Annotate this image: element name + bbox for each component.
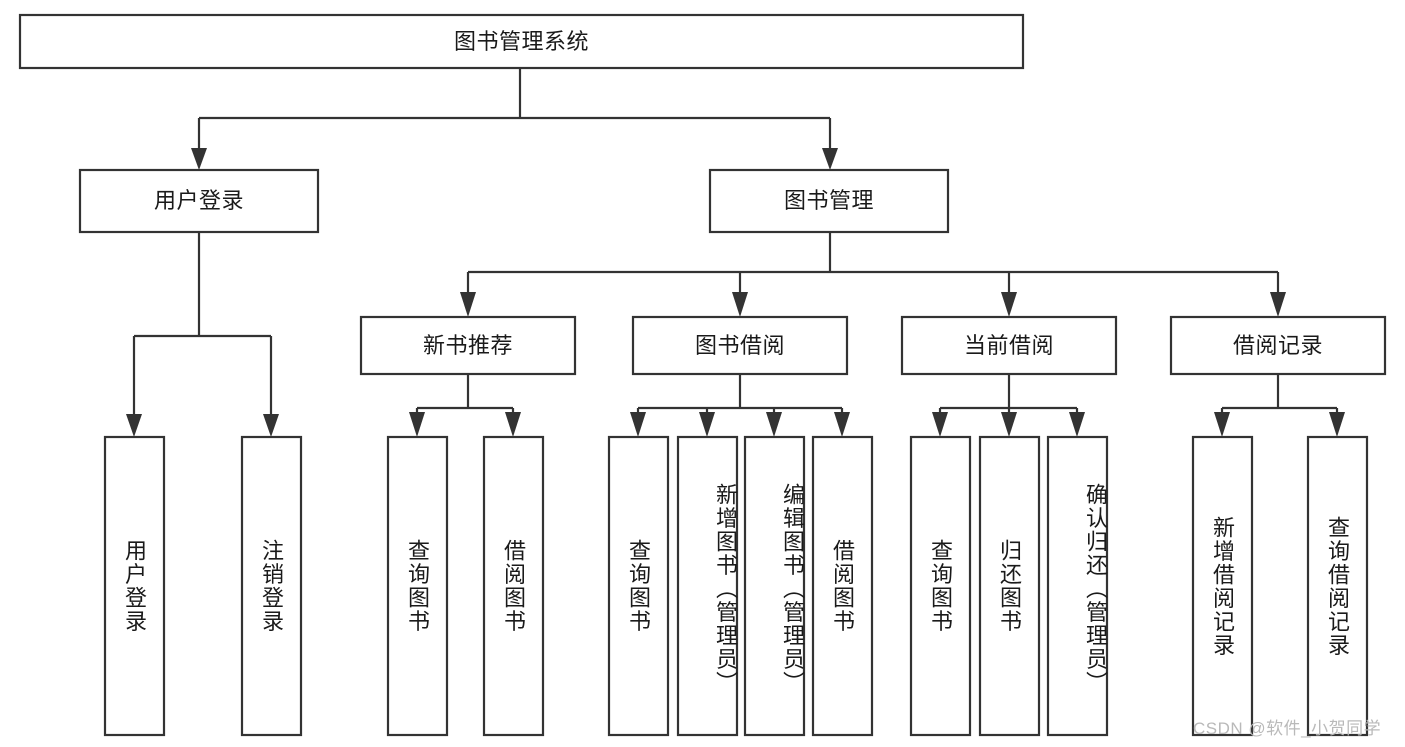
connector-new-book-recommend-to-leaves bbox=[409, 374, 521, 437]
connector-book-borrow-to-leaves bbox=[630, 374, 850, 437]
node-box-leaf-query-book-3[interactable] bbox=[909, 435, 972, 737]
node-box-leaf-user-login[interactable] bbox=[103, 435, 166, 737]
arrowhead-user-login bbox=[191, 148, 207, 170]
arrowhead-leaf-add-book bbox=[699, 412, 715, 437]
node-box-leaf-query-book-2[interactable] bbox=[607, 435, 670, 737]
node-box-new-book-recommend[interactable] bbox=[359, 315, 577, 376]
node-box-leaf-borrow-book-1[interactable] bbox=[482, 435, 545, 737]
arrowhead-leaf-borrow-book-1 bbox=[505, 412, 521, 437]
node-box-book-management[interactable] bbox=[708, 168, 950, 234]
node-box-leaf-user-logout[interactable] bbox=[240, 435, 303, 737]
arrowhead-leaf-add-record bbox=[1214, 412, 1230, 437]
node-box-leaf-add-book[interactable] bbox=[676, 435, 739, 737]
arrowhead-new-book-recommend bbox=[460, 292, 476, 317]
node-box-leaf-borrow-book-2[interactable] bbox=[811, 435, 874, 737]
connector-borrow-record-to-leaves bbox=[1214, 374, 1345, 437]
arrowhead-leaf-query-book-1 bbox=[409, 412, 425, 437]
node-box-leaf-add-record[interactable] bbox=[1191, 435, 1254, 737]
arrowhead-leaf-confirm-return bbox=[1069, 412, 1085, 437]
arrowhead-book-management bbox=[822, 148, 838, 170]
node-box-leaf-query-book-1[interactable] bbox=[386, 435, 449, 737]
arrowhead-leaf-borrow-book-2 bbox=[834, 412, 850, 437]
connector-user-login-to-leaves bbox=[126, 232, 279, 437]
node-box-borrow-record[interactable] bbox=[1169, 315, 1387, 376]
arrowhead-leaf-query-book-3 bbox=[932, 412, 948, 437]
node-box-leaf-return-book[interactable] bbox=[978, 435, 1041, 737]
arrowhead-leaf-user-login bbox=[126, 414, 142, 437]
connector-current-borrow-to-leaves bbox=[932, 374, 1085, 437]
arrowhead-book-borrow bbox=[732, 292, 748, 317]
node-box-leaf-query-record[interactable] bbox=[1306, 435, 1369, 737]
arrowhead-leaf-query-book-2 bbox=[630, 412, 646, 437]
arrowhead-current-borrow bbox=[1001, 292, 1017, 317]
arrowhead-leaf-user-logout bbox=[263, 414, 279, 437]
arrowhead-borrow-record bbox=[1270, 292, 1286, 317]
node-box-leaf-edit-book[interactable] bbox=[743, 435, 806, 737]
arrowhead-leaf-return-book bbox=[1001, 412, 1017, 437]
connector-book-management-to-level3 bbox=[460, 232, 1286, 317]
connector-root-to-level2 bbox=[191, 68, 838, 170]
node-box-book-borrow[interactable] bbox=[631, 315, 849, 376]
node-box-root[interactable] bbox=[18, 13, 1025, 70]
node-box-current-borrow[interactable] bbox=[900, 315, 1118, 376]
arrowhead-leaf-edit-book bbox=[766, 412, 782, 437]
arrowhead-leaf-query-record bbox=[1329, 412, 1345, 437]
node-box-leaf-confirm-return[interactable] bbox=[1046, 435, 1109, 737]
node-box-user-login[interactable] bbox=[78, 168, 320, 234]
